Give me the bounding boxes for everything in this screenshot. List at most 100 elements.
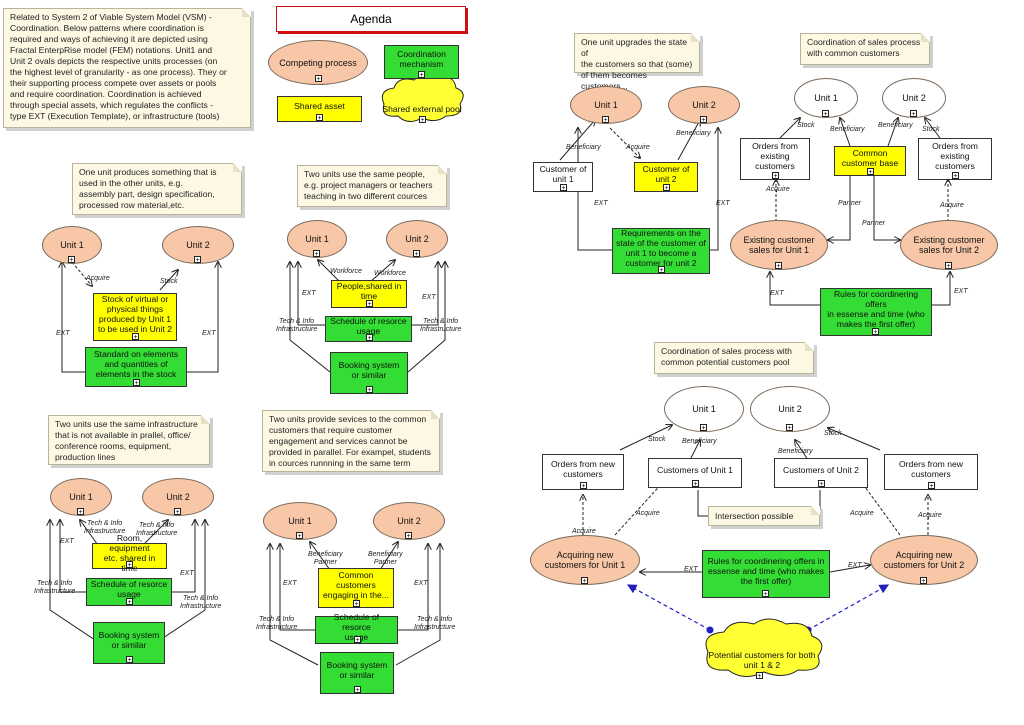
p7-orders-new-1[interactable]: Orders from new customers+ — [542, 454, 624, 490]
p5-customer-unit1[interactable]: Customer of unit 1+ — [533, 162, 593, 192]
p7-unit2[interactable]: Unit 2+ — [750, 386, 830, 432]
expand-icon[interactable]: + — [354, 686, 361, 694]
p3-note: Two units use the same infrastructure th… — [48, 415, 210, 465]
p3-room-box[interactable]: Room, equipment etc. shared in time+ — [92, 533, 167, 573]
p2-booking-box[interactable]: Booking system or similar+ — [330, 352, 408, 394]
expand-icon[interactable]: + — [772, 172, 779, 180]
unit2-label: Unit 2 — [397, 516, 421, 526]
expand-icon[interactable]: + — [952, 172, 959, 180]
expand-icon[interactable]: + — [700, 424, 707, 432]
p7-orders-new-2[interactable]: Orders from new customers+ — [884, 454, 978, 490]
expand-icon[interactable]: + — [366, 386, 373, 394]
expand-icon[interactable]: + — [560, 184, 567, 192]
p6-orders-existing-1[interactable]: Orders from existing customers+ — [740, 138, 810, 180]
p4-unit1[interactable]: Unit 1+ — [263, 502, 337, 540]
p6-beneficiary-label-2: Beneficiary — [878, 122, 913, 129]
expand-icon[interactable]: + — [418, 71, 425, 79]
agenda-coordination-mechanism[interactable]: Coordination mechanism+ — [384, 45, 459, 79]
p2-unit1[interactable]: Unit 1+ — [287, 220, 347, 258]
expand-icon[interactable]: + — [775, 262, 782, 270]
expand-icon[interactable]: + — [580, 482, 587, 490]
p6-unit1[interactable]: Unit 1+ — [794, 78, 858, 118]
expand-icon[interactable]: + — [126, 656, 133, 664]
p2-unit2[interactable]: Unit 2+ — [386, 220, 448, 258]
expand-icon[interactable]: + — [366, 334, 373, 342]
expand-icon[interactable]: + — [133, 379, 140, 387]
expand-icon[interactable]: + — [413, 250, 420, 258]
p1-standard-box[interactable]: Standard on elements and quantities of e… — [85, 347, 187, 387]
p7-potential-cloud — [705, 618, 823, 677]
p5-unit2[interactable]: Unit 2+ — [668, 86, 740, 124]
expand-icon[interactable]: + — [315, 75, 322, 83]
p2-people-box[interactable]: People,shared in time+ — [331, 280, 407, 308]
expand-icon[interactable]: + — [68, 256, 75, 264]
p3-unit1[interactable]: Unit 1+ — [50, 478, 112, 516]
p7-acquiring-unit1[interactable]: Acquiring new customers for Unit 1+ — [530, 535, 640, 585]
expand-icon[interactable]: + — [762, 590, 769, 598]
expand-icon[interactable]: + — [663, 184, 670, 192]
agenda-competing-process[interactable]: Competing process+ — [268, 40, 368, 85]
expand-icon[interactable]: + — [353, 600, 360, 608]
p7-ext-right — [829, 565, 870, 573]
p7-rules-box[interactable]: Rules for coordinering offers in essense… — [702, 550, 830, 598]
p1-unit2[interactable]: Unit 2+ — [162, 226, 234, 264]
expand-icon[interactable]: + — [910, 110, 917, 118]
expand-icon[interactable]: + — [405, 532, 412, 540]
p4-note-text: Two units provide sevices to the common … — [269, 414, 431, 468]
expand-icon[interactable]: + — [174, 508, 181, 516]
p1-unit1[interactable]: Unit 1+ — [42, 226, 102, 264]
expand-icon[interactable]: + — [822, 110, 829, 118]
p4-common-box[interactable]: Common customers engaging in the...+ — [318, 568, 394, 608]
expand-icon[interactable]: + — [700, 116, 707, 124]
expand-icon[interactable]: + — [818, 480, 825, 488]
expand-icon[interactable]: + — [313, 250, 320, 258]
expand-icon[interactable]: + — [296, 532, 303, 540]
p4-unit2[interactable]: Unit 2 + — [373, 502, 445, 540]
p6-unit2[interactable]: Unit 2+ — [882, 78, 946, 118]
p6-existing-sales-unit2[interactable]: Existing customer sales for Unit 2+ — [900, 220, 998, 270]
p7-unit1[interactable]: Unit 1+ — [664, 386, 744, 432]
expand-icon[interactable]: + — [692, 480, 699, 488]
p7-acquiring-unit2[interactable]: Acquiring new customers for Unit 2+ — [870, 535, 978, 585]
p1-acquire-label: Acquire — [86, 275, 110, 282]
expand-icon[interactable]: + — [756, 672, 763, 680]
expand-icon[interactable]: + — [194, 256, 201, 264]
p6-existing-sales-unit1[interactable]: Existing customer sales for Unit 1+ — [730, 220, 828, 270]
p5-acquire — [609, 127, 640, 158]
expand-icon[interactable]: + — [126, 561, 133, 569]
p7-customers-unit1[interactable]: Customers of Unit 1+ — [648, 458, 742, 488]
expand-icon[interactable]: + — [872, 328, 879, 336]
expand-icon[interactable]: + — [77, 508, 84, 516]
p6-common-customer-base[interactable]: Common customer base+ — [834, 146, 906, 176]
expand-icon[interactable]: + — [316, 114, 323, 122]
p2-schedule-box[interactable]: Schedule of resorce usage+ — [325, 316, 412, 342]
expand-icon[interactable]: + — [366, 300, 373, 308]
p5-requirements-box[interactable]: Requirements on the state of the custome… — [612, 228, 710, 274]
p7-customers-unit2[interactable]: Customers of Unit 2+ — [774, 458, 868, 488]
expand-icon[interactable]: + — [354, 636, 361, 644]
p4-schedule-box[interactable]: Schedule of resorce usage+ — [315, 612, 398, 644]
p3-booking-box[interactable]: Booking system or similar+ — [93, 622, 165, 664]
expand-icon[interactable]: + — [132, 333, 139, 341]
expand-icon[interactable]: + — [920, 577, 927, 585]
p1-ext-label-left: EXT — [56, 330, 70, 337]
agenda-shared-asset[interactable]: Shared asset+ — [277, 96, 362, 122]
p3-schedule-box[interactable]: Schedule of resorce usage+ — [86, 578, 172, 606]
expand-icon[interactable]: + — [945, 262, 952, 270]
expand-icon[interactable]: + — [419, 116, 426, 124]
expand-icon[interactable]: + — [658, 266, 665, 274]
p6-orders-existing-2[interactable]: Orders from existing customers+ — [918, 138, 992, 180]
expand-icon[interactable]: + — [928, 482, 935, 490]
p4-booking-box[interactable]: Booking system or similar+ — [320, 652, 394, 694]
p1-note: One unit produces something that is used… — [72, 163, 242, 215]
expand-icon[interactable]: + — [786, 424, 793, 432]
expand-icon[interactable]: + — [867, 168, 874, 176]
p6-rules-box[interactable]: Rules for coordinering offers in essense… — [820, 288, 932, 336]
expand-icon[interactable]: + — [602, 116, 609, 124]
p1-stock-box[interactable]: Stock of virtual or physical things prod… — [93, 293, 177, 341]
expand-icon[interactable]: + — [581, 577, 588, 585]
p5-unit1[interactable]: Unit 1+ — [570, 86, 642, 124]
expand-icon[interactable]: + — [126, 598, 133, 606]
p5-customer-unit2[interactable]: Customer of unit 2+ — [634, 162, 698, 192]
p3-unit2[interactable]: Unit 2+ — [142, 478, 214, 516]
